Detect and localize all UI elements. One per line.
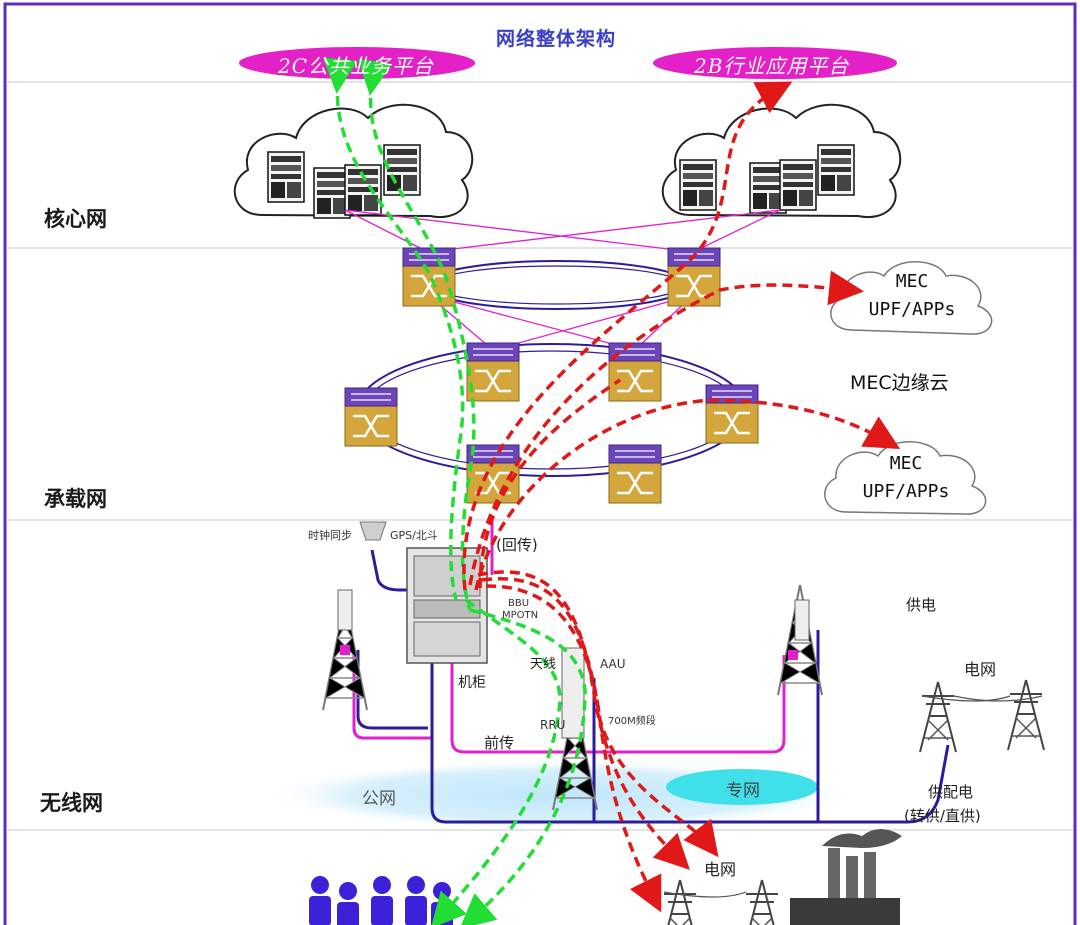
lower-ring-inner xyxy=(363,350,741,470)
pylon-wire xyxy=(921,695,1043,702)
power-grid-label: 电网 xyxy=(964,660,997,679)
mec-lower-title: MEC xyxy=(889,453,923,474)
industry-platform-label: 2B行业应用平台 xyxy=(694,54,850,78)
pylon-icon xyxy=(743,879,781,925)
power-grid-bottom-label: 电网 xyxy=(704,860,737,879)
antenna-icon xyxy=(337,589,353,631)
bbu-label: BBU xyxy=(508,598,530,609)
mec-cloud-lower xyxy=(824,441,987,515)
bbu-unit-icon xyxy=(413,555,481,597)
rru-icon xyxy=(788,650,798,660)
mec-edge-cloud-label: MEC边缘云 xyxy=(850,372,949,394)
power-supply-label: 供电 xyxy=(906,596,937,614)
private-network-ellipse xyxy=(666,769,818,805)
server-icon xyxy=(383,144,421,196)
users-icon xyxy=(309,876,453,925)
server-icon xyxy=(817,144,855,196)
mpotn-label: MPOTN xyxy=(502,610,539,621)
switch-icon xyxy=(607,443,663,505)
server-icon xyxy=(267,151,305,203)
consumer-platform-label: 2C公共业务平台 xyxy=(278,54,435,78)
upper-ring xyxy=(424,260,690,310)
consumer-traffic-flow xyxy=(322,57,587,925)
antenna-icon xyxy=(794,599,810,641)
outer-frame xyxy=(3,2,1077,925)
factory-icon xyxy=(790,829,902,925)
wireless-network-label: 无线网 xyxy=(40,791,103,815)
switch-icon xyxy=(465,341,521,403)
mec-upper-subtitle: UPF/APPs xyxy=(868,299,956,320)
power-mode-label: (转供/直供) xyxy=(904,807,981,825)
antenna-label: 天线 xyxy=(530,657,557,672)
aau-label: AAU xyxy=(600,657,626,671)
band-label: 700M频段 xyxy=(608,716,656,727)
bearer-network-label: 承载网 xyxy=(44,487,107,511)
server-icon xyxy=(679,159,717,211)
mec-lower-subtitle: UPF/APPs xyxy=(862,481,950,502)
mec-upper-title: MEC xyxy=(895,271,929,292)
power-unit-icon xyxy=(413,621,481,657)
private-network-label: 专网 xyxy=(726,781,760,801)
rru-icon xyxy=(340,645,350,655)
switch-icon xyxy=(607,341,663,403)
lower-ring xyxy=(356,343,748,477)
rru-label: RRU xyxy=(540,718,566,732)
backhaul-label: (回传) xyxy=(496,536,538,554)
pylon-icon xyxy=(919,681,957,753)
industry-traffic-flow xyxy=(462,81,901,913)
industry-platform-ellipse xyxy=(653,47,897,79)
clock-sync-label: 时钟同步 xyxy=(308,529,352,542)
gps-label: GPS/北斗 xyxy=(390,529,438,542)
switch-icon xyxy=(704,383,760,445)
power-distribution-label: 供配电 xyxy=(928,783,974,801)
core-network-label: 核心网 xyxy=(44,207,107,231)
pylon-icon xyxy=(661,879,699,925)
cabinet-label: 机柜 xyxy=(458,675,486,691)
pylon-wire xyxy=(663,891,747,898)
switch-icon xyxy=(343,386,399,448)
public-network-label: 公网 xyxy=(362,789,396,809)
gps-receiver-icon xyxy=(359,521,387,541)
server-icon xyxy=(779,159,817,211)
pylon-icon xyxy=(1007,679,1045,751)
fronthaul-links xyxy=(352,520,786,754)
diagram-title: 网络整体架构 xyxy=(496,28,617,50)
fronthaul-label: 前传 xyxy=(484,734,515,752)
